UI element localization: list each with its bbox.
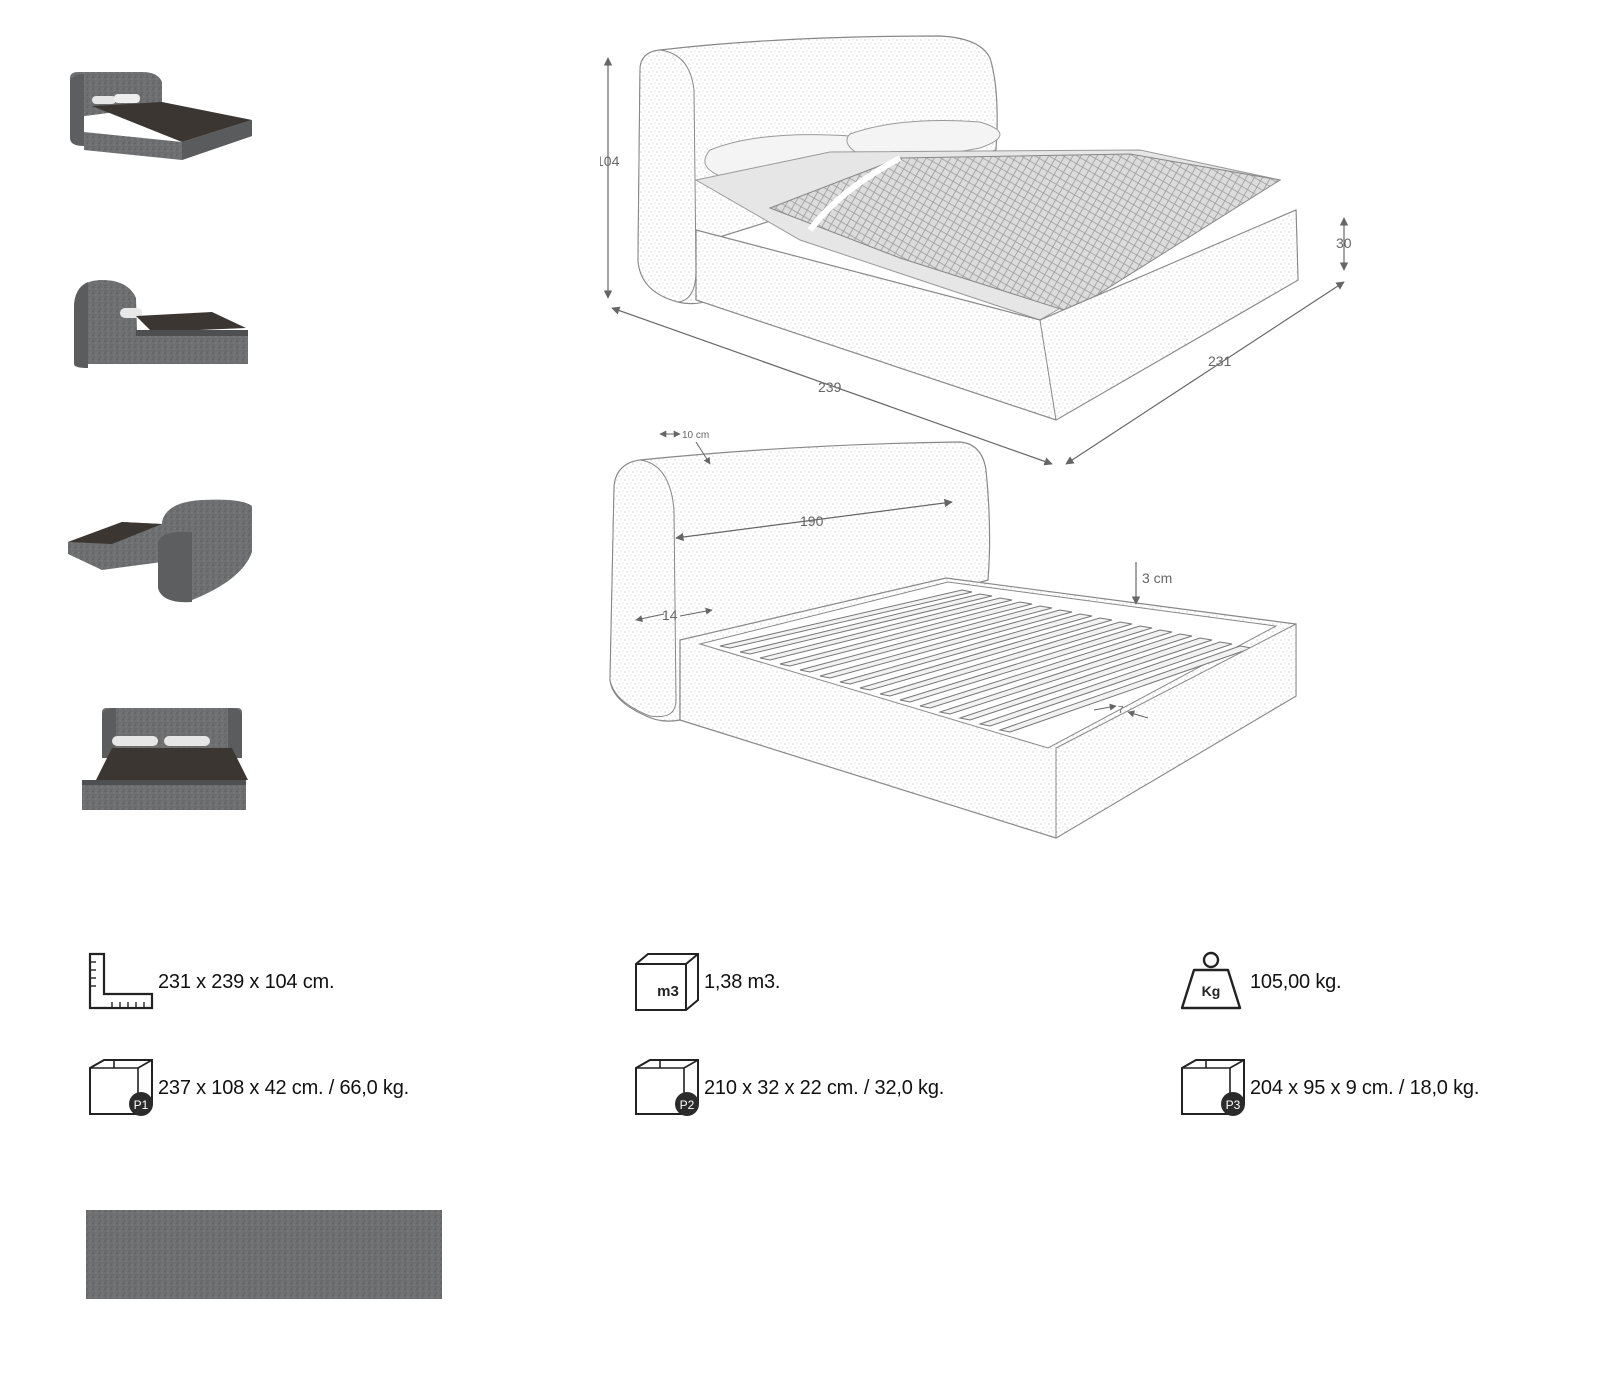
package-badge: P1: [134, 1098, 149, 1112]
dimension-length-label: 239: [818, 379, 842, 395]
bed-thumbnail-side[interactable]: [62, 268, 272, 398]
bed-thumbnail-front[interactable]: [62, 700, 272, 830]
weight-icon-label: Kg: [1202, 983, 1221, 999]
headboard-depth-label: 14: [662, 607, 678, 623]
package-box-icon: P1: [89, 1059, 153, 1116]
ruler-square-icon: [88, 952, 154, 1010]
package-badge: P3: [1226, 1098, 1241, 1112]
bed-dimension-drawing: 104 30 239 231: [600, 35, 1352, 466]
slat-drop-label: 3 cm: [1142, 570, 1172, 586]
package-box-icon: P3: [1181, 1059, 1245, 1116]
dimension-width-label: 231: [1208, 353, 1232, 369]
bed-thumbnail-perspective[interactable]: [62, 58, 272, 188]
dimension-height-label: 104: [600, 153, 620, 169]
headboard-offset-label: 10 cm: [682, 430, 709, 441]
dimension-base-height-label: 30: [1336, 235, 1352, 251]
spec-package-2-text: 210 x 32 x 22 cm. / 32,0 kg.: [704, 1076, 945, 1099]
spec-weight: Kg 105,00 kg.: [1178, 951, 1342, 1012]
bed-thumbnail-back[interactable]: [62, 492, 272, 622]
frame-label: 7: [1118, 705, 1124, 716]
spec-volume-text: 1,38 m3.: [704, 970, 781, 993]
weight-icon: Kg: [1180, 951, 1242, 1010]
spec-package-2: P2 210 x 32 x 22 cm. / 32,0 kg.: [632, 1058, 944, 1118]
spec-dimensions: 231 x 239 x 104 cm.: [86, 952, 335, 1012]
headboard-width-label: 190: [800, 513, 824, 529]
spec-volume: m3 1,38 m3.: [632, 952, 780, 1012]
spec-dimensions-text: 231 x 239 x 104 cm.: [158, 970, 335, 993]
spec-package-3-text: 204 x 95 x 9 cm. / 18,0 kg.: [1250, 1076, 1480, 1099]
bed-frame-slats-drawing: 10 cm 190 14 3 cm 7: [609, 430, 1297, 839]
volume-cube-icon: m3: [635, 953, 699, 1011]
package-box-icon: P2: [635, 1059, 699, 1116]
package-badge: P2: [680, 1098, 695, 1112]
spec-package-1: P1 237 x 108 x 42 cm. / 66,0 kg.: [86, 1058, 409, 1118]
spec-package-1-text: 237 x 108 x 42 cm. / 66,0 kg.: [158, 1076, 410, 1099]
fabric-swatch[interactable]: [86, 1210, 442, 1299]
spec-weight-text: 105,00 kg.: [1250, 970, 1342, 993]
spec-package-3: P3 204 x 95 x 9 cm. / 18,0 kg.: [1178, 1058, 1479, 1118]
volume-icon-label: m3: [657, 983, 679, 1000]
